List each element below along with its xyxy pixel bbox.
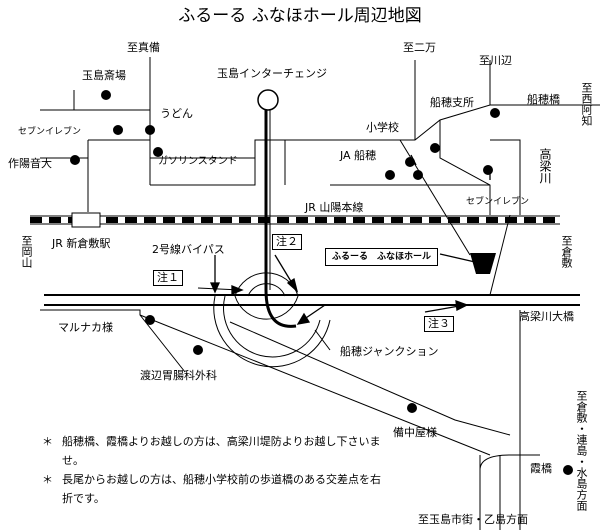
footnote-2: ＊ 長尾からお越しの方は、船穂小学校前の歩道橋のある交差点を右折です。 (42, 470, 382, 508)
label-711-2: セブンイレブン (466, 197, 530, 207)
dir-kawabe: 至川辺 (479, 54, 512, 67)
label-hall: ふるーる ふなほホール (325, 248, 439, 266)
road-upper-right (255, 104, 600, 141)
note1-box: 注１ (153, 270, 183, 286)
road-diag-right (489, 214, 511, 296)
jr-rail (30, 215, 560, 225)
footnote-2-mark: ＊ (42, 473, 53, 486)
dot-sakuyo (70, 155, 80, 165)
footnotes: ＊ 船穂橋、霞橋よりお越しの方は、高梁川堤防よりお越し下さいませ。 ＊ 長尾から… (42, 432, 382, 508)
label-watanabe: 渡辺胃腸科外科 (140, 369, 217, 382)
dir-maki: 至真備 (127, 41, 160, 54)
dot-711-2 (483, 165, 493, 175)
dot-gas (153, 147, 163, 157)
road-takahashi-diag (139, 314, 491, 456)
label-udon: うどん (160, 107, 193, 120)
dot-saijo (101, 90, 111, 100)
road-lower-left (40, 309, 186, 373)
arrow-note1 (231, 285, 244, 295)
footnote-1-mark: ＊ (42, 435, 53, 448)
interchange-circle (257, 89, 279, 111)
road-east (490, 139, 521, 215)
label-bypass: 2号線バイパス (152, 243, 225, 256)
label-kasumi: 霞橋 (530, 462, 552, 475)
hall-marker (470, 253, 496, 274)
label-711-1: セブンイレブン (18, 127, 82, 137)
dot-711-1 (113, 125, 123, 135)
label-marunaka: マルナカ様 (58, 321, 113, 334)
dot-bridge (490, 108, 500, 118)
dir-kurashiki-renjima: 至倉敷・連島・水島方面 (575, 390, 588, 511)
dot-school (405, 157, 415, 167)
label-gas: ガソリンスタンド (158, 156, 238, 167)
label-takahashi: 高梁川 (538, 148, 552, 184)
footnote-1: ＊ 船穂橋、霞橋よりお越しの方は、高梁川堤防よりお越し下さいませ。 (42, 432, 382, 470)
road-tamashima-diag (229, 321, 511, 436)
dot-udon (145, 125, 155, 135)
dot-ja-2 (413, 170, 423, 180)
label-funaho-bridge: 船穂橋 (527, 93, 560, 106)
dot-ja-1 (385, 170, 395, 180)
note3-box: 注３ (424, 316, 454, 332)
label-jr-sanyo: JR 山陽本線 (305, 201, 364, 214)
junction-lower-arc (223, 295, 321, 358)
arrow-note3 (455, 300, 469, 311)
note2-box: 注２ (272, 234, 302, 250)
label-branch: 船穂支所 (430, 96, 474, 109)
road-left-block (40, 139, 151, 212)
label-sakuyo: 作陽音大 (8, 157, 52, 170)
bypass-2 (44, 294, 580, 306)
label-ic: 玉島インターチェンジ (217, 67, 327, 80)
label-ja: JA 船穂 (340, 149, 377, 162)
junction-curve-lower (213, 295, 331, 368)
road-kasumi-curve (479, 454, 540, 471)
footnote-2-text: 長尾からお越しの方は、船穂小学校前の歩道橋のある交差点を右折です。 (62, 473, 381, 505)
road-branch (439, 120, 491, 215)
arrow-junction (296, 312, 311, 325)
label-junction: 船穂ジャンクション (340, 345, 439, 358)
dir-tamashima: 至玉島市街・乙島方面 (418, 513, 528, 526)
dot-kasumi (563, 465, 573, 475)
dot-bicchuya (407, 403, 417, 413)
dir-nishiachi: 至西阿知 (580, 82, 593, 126)
label-saijo: 玉島斎場 (82, 69, 126, 82)
station-rect (71, 212, 101, 228)
dir-kurashiki: 至倉敷 (560, 235, 573, 268)
arrow-note2 (286, 277, 299, 293)
label-jr-station: JR 新倉敷駅 (52, 237, 111, 250)
label-takahashi-bridge: 高梁川大橋 (519, 310, 574, 323)
dot-watanabe (193, 345, 203, 355)
label-bicchuya: 備中屋様 (393, 426, 437, 439)
interchange-road-left (264, 110, 297, 328)
label-school: 小学校 (366, 121, 399, 134)
dir-okayama: 至岡山 (20, 235, 33, 268)
dot-marunaka (145, 315, 155, 325)
arrow-bypass (209, 282, 221, 294)
dir-nimai: 至二万 (403, 41, 436, 54)
map-title: ふるーる ふなほホール周辺地図 (178, 6, 422, 26)
footnote-1-text: 船穂橋、霞橋よりお越しの方は、高梁川堤防よりお越し下さいませ。 (62, 435, 381, 467)
dot-branch (430, 143, 440, 153)
